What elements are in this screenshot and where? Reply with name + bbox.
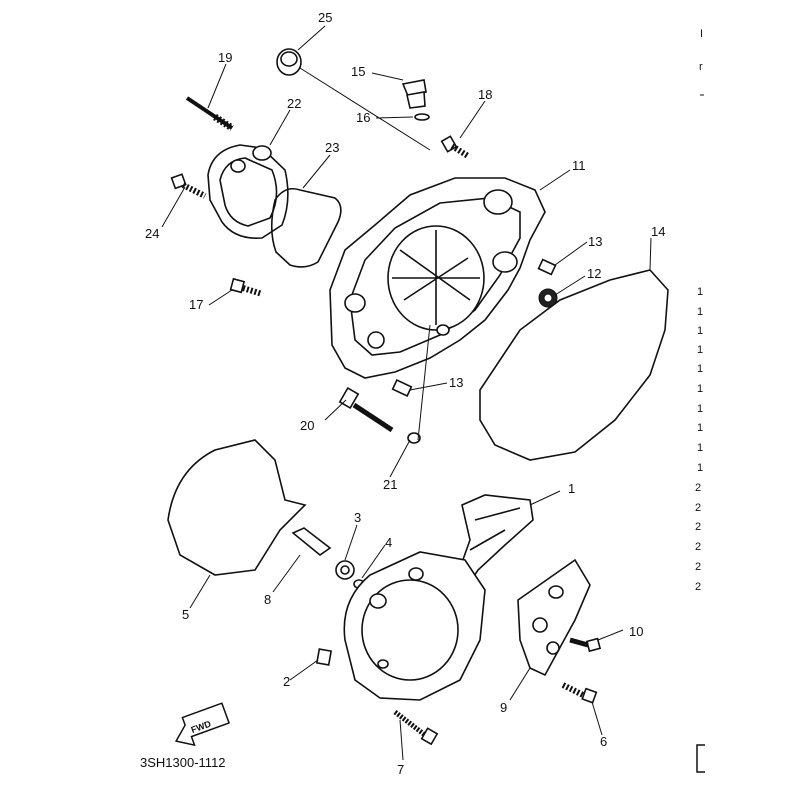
part-22-pump-cover: [207, 144, 289, 239]
callout-13-upper: 13: [588, 234, 602, 249]
callout-7: 7: [397, 762, 404, 777]
side-item: 2: [695, 581, 701, 593]
svg-text:r: r: [699, 61, 703, 73]
side-item: 1: [697, 325, 703, 337]
part-2-dowel: [315, 648, 333, 666]
callout-22: 22: [287, 96, 301, 111]
part-crankcase-cover-left: [343, 551, 486, 701]
callout-16: 16: [356, 110, 370, 125]
callout-25: 25: [318, 10, 332, 25]
part-18-bolt: [440, 135, 470, 159]
part-1-chain-guard: [459, 494, 534, 587]
part-3-plug: [335, 560, 355, 580]
part-11-crankcase-cover: [329, 177, 546, 379]
part-20-bolt: [338, 386, 394, 433]
part-8-bracket: [291, 527, 332, 557]
side-item: 2: [695, 521, 701, 533]
callout-18: 18: [478, 87, 492, 102]
callout-21: 21: [383, 477, 397, 492]
part-16-o-ring: [414, 113, 430, 121]
callout-3: 3: [354, 510, 361, 525]
part-23-gasket: [270, 187, 342, 268]
part-13-dowel-upper: [537, 258, 557, 276]
callout-15: 15: [351, 64, 365, 79]
callout-4: 4: [385, 535, 392, 550]
side-item: 1: [697, 442, 703, 454]
callout-17: 17: [189, 297, 203, 312]
callout-23: 23: [325, 140, 339, 155]
part-9-sprocket-plate: [517, 558, 591, 677]
callout-12: 12: [587, 266, 601, 281]
diagram-code: 3SH1300-1112: [140, 755, 226, 770]
callout-19: 19: [218, 50, 232, 65]
side-item: 1: [697, 306, 703, 318]
side-item: 1: [697, 344, 703, 356]
side-item: 1: [697, 422, 703, 434]
side-index-column: I r 1 1 1 1 1 1 1 1 1 1 2 2 2 2 2 2: [695, 28, 705, 773]
side-item: 1: [697, 403, 703, 415]
part-14-gasket: [479, 269, 669, 461]
part-6-bolt: [561, 682, 598, 704]
part-7-bolt: [393, 710, 439, 746]
callout-1: 1: [568, 481, 575, 496]
part-10-bolt: [569, 637, 602, 653]
callout-2: 2: [283, 674, 290, 689]
part-15-filler-cap: [401, 79, 427, 109]
part-13-dowel-lower: [391, 379, 413, 397]
part-5-gasket: [167, 439, 307, 576]
side-item: 2: [695, 502, 701, 514]
callout-labels: 1 2 3 4 5 6 7 8 9 10 11 12 13 13 14 15 1…: [145, 10, 665, 777]
fwd-arrow-icon: [174, 702, 231, 747]
callout-11: 11: [572, 158, 586, 173]
part-19-stud: [185, 96, 234, 131]
callout-20: 20: [300, 418, 314, 433]
part-21-washer: [407, 432, 421, 444]
callout-6: 6: [600, 734, 607, 749]
part-12-oil-seal: [538, 288, 558, 308]
side-item: 1: [697, 286, 703, 298]
part-25-bushing: [276, 48, 302, 76]
callout-5: 5: [182, 607, 189, 622]
side-item: 1: [697, 383, 703, 395]
side-item: 2: [695, 561, 701, 573]
side-item: 2: [695, 482, 701, 494]
part-24-bolt: [170, 173, 207, 199]
part-17-bolt: [229, 277, 263, 297]
callout-8: 8: [264, 592, 271, 607]
callout-14: 14: [651, 224, 665, 239]
side-item: 1: [697, 462, 703, 474]
callout-24: 24: [145, 226, 159, 241]
callout-10: 10: [629, 624, 643, 639]
leader-lines: [161, 25, 652, 761]
side-item: 1: [697, 363, 703, 375]
svg-text:I: I: [700, 28, 703, 40]
callout-13-lower: 13: [449, 375, 463, 390]
side-item: 2: [695, 541, 701, 553]
callout-9: 9: [500, 700, 507, 715]
